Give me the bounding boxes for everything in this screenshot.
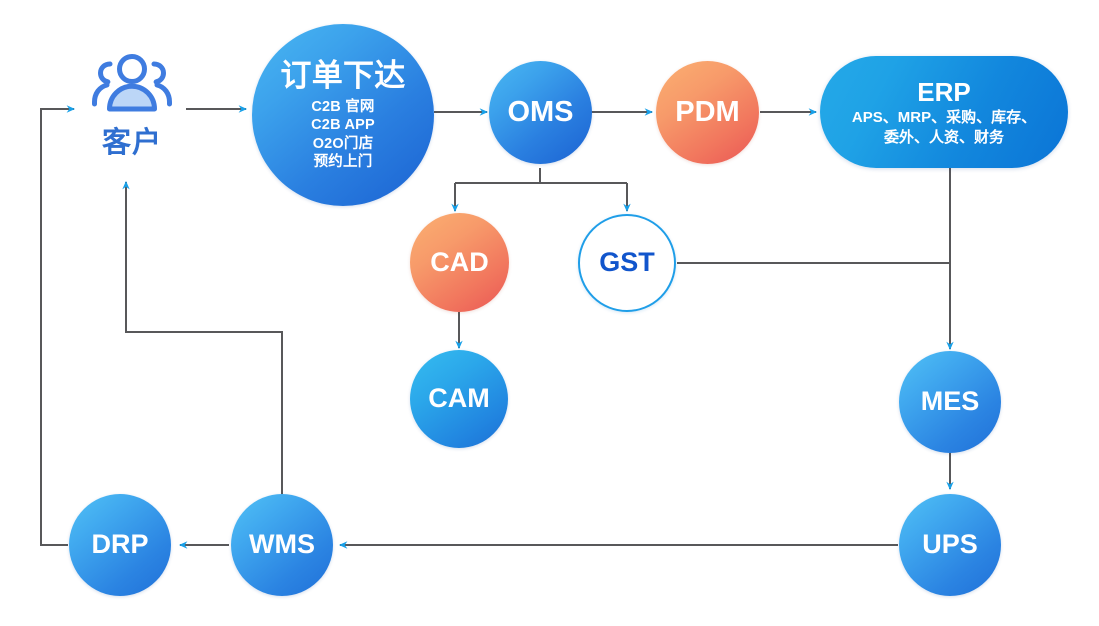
node-mes-label: MES [920,386,980,417]
node-cad[interactable]: CAD [410,213,509,312]
edge-wms-to-customer [122,180,283,505]
node-order-line-1: C2B 官网 [311,98,375,115]
node-ups-label: UPS [922,529,978,560]
node-cad-label: CAD [430,246,489,277]
node-erp-line-2: 委外、人资、财务 [883,128,1004,146]
node-cam[interactable]: CAM [410,350,508,448]
node-ups[interactable]: UPS [899,494,1001,596]
node-oms-label: OMS [507,96,574,129]
node-gst-label: GST [599,247,655,278]
node-wms[interactable]: WMS [231,494,333,596]
node-order-line-2: C2B APP [311,117,375,134]
node-order-title: 订单下达 [280,58,406,94]
node-erp[interactable]: ERP APS、MRP、采购、库存、 委外、人资、财务 [820,56,1068,168]
node-order[interactable]: 订单下达 C2B 官网 C2B APP O2O门店 预约上门 [252,24,434,206]
node-erp-line-1: APS、MRP、采购、库存、 [851,109,1037,127]
node-mes[interactable]: MES [899,351,1001,453]
node-pdm-label: PDM [675,96,740,129]
node-customer[interactable]: 客户 [78,52,186,164]
users-group-icon [91,52,173,121]
node-order-line-4: 预约上门 [313,154,373,171]
node-drp[interactable]: DRP [69,494,171,596]
node-erp-title: ERP [917,76,971,107]
node-pdm[interactable]: PDM [656,61,759,164]
node-oms[interactable]: OMS [489,61,592,164]
node-drp-label: DRP [91,529,149,560]
node-cam-label: CAM [428,383,490,414]
node-erp-sublines: APS、MRP、采购、库存、 委外、人资、财务 [852,108,1036,147]
edge-drp-to-customer [40,105,76,546]
node-wms-label: WMS [249,529,315,560]
node-customer-label: 客户 [101,127,162,159]
node-gst[interactable]: GST [578,214,676,312]
node-order-sublines: C2B 官网 C2B APP O2O门店 预约上门 [311,98,375,172]
node-order-line-3: O2O门店 [312,135,374,152]
